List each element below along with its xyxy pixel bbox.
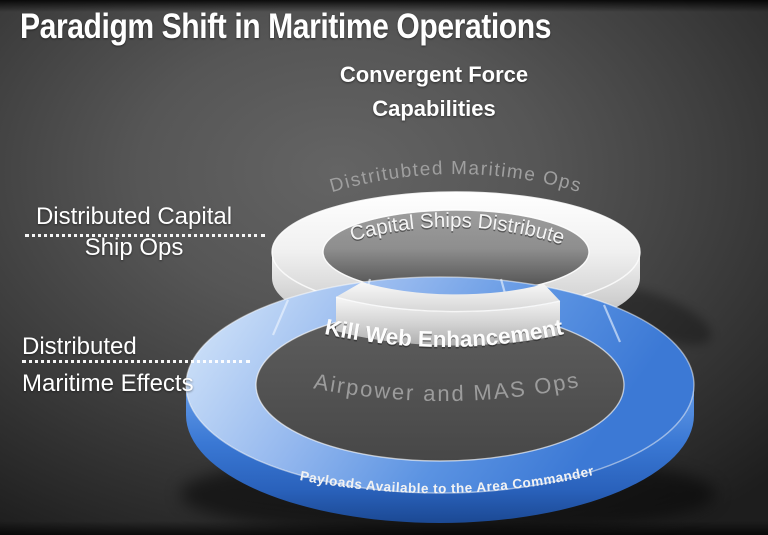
- slide-title: Paradigm Shift in Maritime Operations: [20, 7, 552, 46]
- callout-maritime-effects: Distributed Maritime Effects: [22, 328, 194, 402]
- callout-capital-line-2: Ship Ops: [84, 234, 184, 261]
- callout-effects-line-1: Distributed: [22, 333, 137, 360]
- callout-capital-line-1: Distributed Capital: [35, 203, 233, 230]
- top-ring-shadow: [602, 287, 712, 345]
- bottom-ring-side: [186, 385, 694, 523]
- subtitle-line-2: Capabilities: [372, 96, 496, 121]
- kill-web-segment: [335, 282, 561, 346]
- kill-web-segment-front: [336, 297, 560, 346]
- callout-effects-line-2: Maritime Effects: [22, 370, 194, 397]
- callout-capital-ship-ops: Distributed Capital Ship Ops: [23, 201, 245, 263]
- slide-subtitle: Convergent Force Capabilities: [274, 58, 594, 126]
- top-ring-inner-wall: [323, 210, 589, 294]
- bottom-ring-hole: [256, 309, 624, 461]
- leader-line-capital-ship-ops: [25, 234, 265, 237]
- top-ring-arc-label: Distritubted Maritime Ops: [327, 158, 584, 197]
- leader-line-maritime-effects: [22, 360, 250, 363]
- subtitle-line-1: Convergent Force: [339, 62, 529, 87]
- kill-web-segment-edge: [335, 296, 561, 313]
- kill-web-segment-top: [336, 282, 560, 312]
- bottom-ring: [185, 276, 695, 523]
